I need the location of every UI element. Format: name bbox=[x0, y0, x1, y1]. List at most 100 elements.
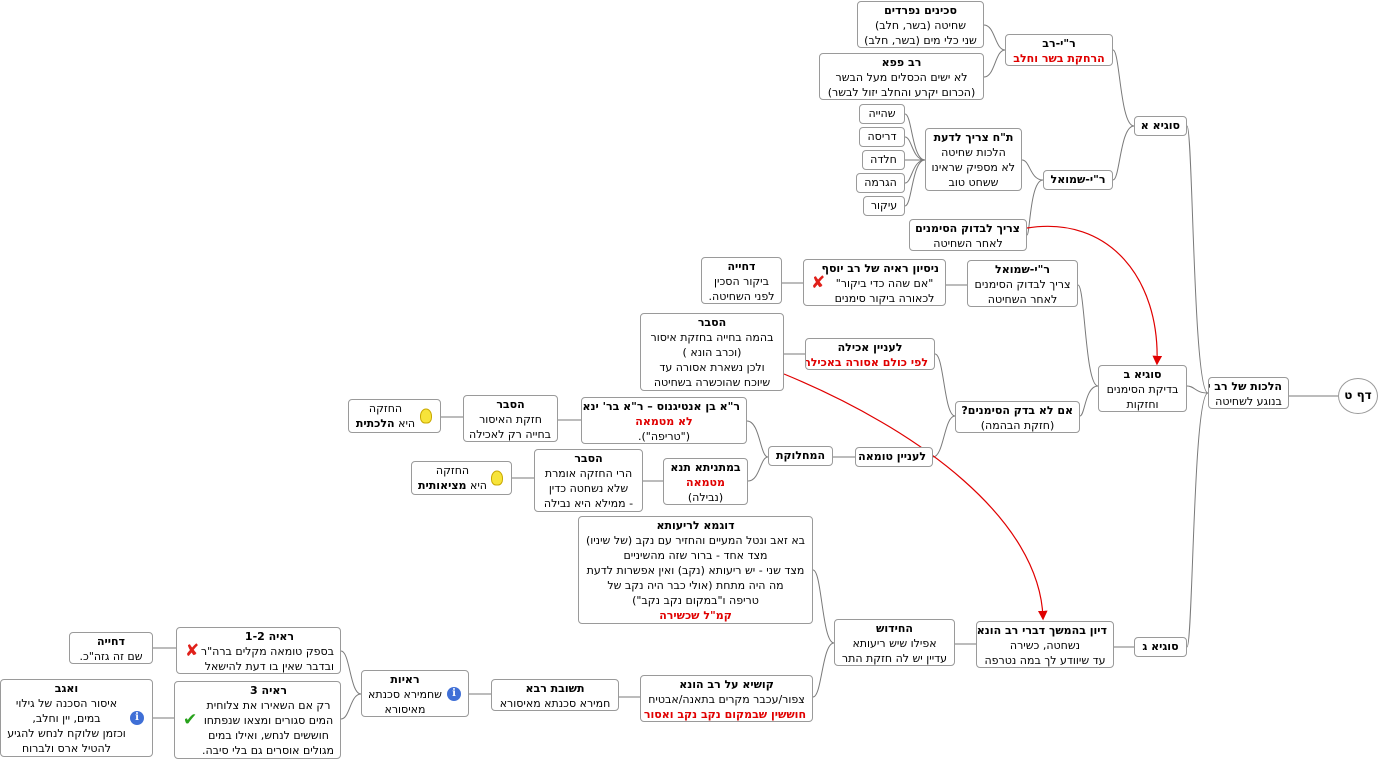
tzarich-node[interactable]: צריך לבדוק הסימנים לאחר השחיטה bbox=[909, 219, 1027, 251]
chazaka1-line2b: הלכתית bbox=[355, 417, 395, 430]
ry-rav-node[interactable]: ר"י-רב הרחקת בשר וחלב bbox=[1005, 34, 1113, 66]
teshuva-node[interactable]: תשובת רבא חמירא סכנתא מאיסורא bbox=[491, 679, 619, 711]
matnita-node[interactable]: במתניתא תנא מטמאה (נבילה) bbox=[663, 458, 748, 505]
dchiya2-node[interactable]: דחייה שם זה גזה"כ. bbox=[69, 632, 153, 664]
sugya-b-line1: בדיקת הסימנים bbox=[1106, 383, 1179, 396]
item-drisa-label: דריסה bbox=[867, 130, 897, 143]
nisayon-node[interactable]: ✘ ניסיון ראיה של רב יוסף "אם שהה כדי ביק… bbox=[803, 259, 946, 306]
hesber3-line1: הרי החזקה אומרת bbox=[544, 467, 633, 480]
item-hagrama-label: הגרמה bbox=[864, 176, 897, 189]
sugya-b[interactable]: סוגיא ב בדיקת הסימנים וחזקות bbox=[1098, 365, 1187, 412]
item-shehiya-label: שהייה bbox=[868, 107, 896, 120]
sakinim-title: סכינים נפרדים bbox=[884, 4, 957, 17]
info-icon: i bbox=[130, 711, 144, 725]
chazaka1-node[interactable]: החזקה היא הלכתית bbox=[348, 399, 441, 433]
machloket-label: המחלוקת bbox=[775, 449, 826, 462]
hesber2-node[interactable]: הסבר חזקת האיסור בחייה רק לאכילה bbox=[463, 395, 558, 442]
ra-ruling: לא מטמאה bbox=[635, 415, 693, 428]
info-icon: i bbox=[447, 686, 461, 701]
chidush-title: החידוש bbox=[876, 622, 913, 635]
chazaka2-node[interactable]: החזקה היא מציאותית bbox=[411, 461, 512, 495]
root-node[interactable]: דף ט bbox=[1338, 378, 1378, 414]
sugya-a[interactable]: סוגיא א bbox=[1134, 116, 1187, 136]
item-drisa[interactable]: דריסה bbox=[859, 127, 905, 147]
main-sub: בנוגע לשחיטה bbox=[1215, 395, 1282, 408]
achila-node[interactable]: לעניין אכילה לפי כולם אסורה באכילה bbox=[805, 338, 935, 370]
matnita-line1: (נבילה) bbox=[687, 491, 724, 504]
raya3-line3: חוששים לנחש, ואילו במים bbox=[208, 729, 329, 742]
rayot-title: ראיות bbox=[390, 673, 420, 686]
lo-badak-title: אם לא בדק הסימנים? bbox=[961, 404, 1073, 417]
kushya-ruling: חוששין שבמקום נקב נקב ואסור bbox=[643, 708, 806, 721]
talmid-node[interactable]: ת"ח צריך לדעת הלכות שחיטה לא מספיק שראינ… bbox=[925, 128, 1022, 191]
kushya-line1: צפור/עכבר מקרים בתאנה/אבטיח bbox=[648, 693, 805, 706]
hesber1-line3: ולכן נשארת אסורה עד bbox=[659, 361, 765, 374]
sugya-b-line2: וחזקות bbox=[1126, 398, 1159, 411]
ravpapa-line2: (הכרום יקרע והחלב יזול לבשר) bbox=[827, 86, 976, 99]
sugya-a-label: סוגיא א bbox=[1140, 119, 1180, 132]
diyun-line1: נשחטה, כשירה bbox=[1009, 639, 1081, 652]
kushya-node[interactable]: קושיא על רב הונא צפור/עכבר מקרים בתאנה/א… bbox=[640, 675, 813, 722]
chazaka2-line2a: היא bbox=[466, 479, 487, 492]
ry-shmuel-b-node[interactable]: ר"י-שמואל צריך לבדוק הסימנים לאחר השחיטה bbox=[967, 260, 1078, 307]
raya3-line2: המים סגורים ומצאו שנפתחו bbox=[203, 714, 334, 727]
hesber1-line4: שיוכח שהוכשרה בשחיטה bbox=[653, 376, 771, 389]
hesber3-node[interactable]: הסבר הרי החזקה אומרת שלא נשחטה כדין - ממ… bbox=[534, 449, 643, 512]
dugma-line1: בא זאב ונטל המעיים והחזיר עם נקב (של שינ… bbox=[585, 534, 806, 547]
veagav-line4: להטיל ארס ולברוח bbox=[22, 742, 111, 755]
main-title: הלכות של רב יהודה bbox=[1209, 380, 1282, 393]
sakinim-node[interactable]: סכינים נפרדים שחיטה (בשר, חלב) שני כלי מ… bbox=[857, 1, 984, 48]
checkmark-icon: ✔ bbox=[183, 710, 198, 730]
dchiya2-title: דחייה bbox=[96, 635, 126, 648]
diyun-node[interactable]: דיון בהמשך דברי רב הונא נשחטה, כשירה עד … bbox=[976, 621, 1114, 668]
hesber2-title: הסבר bbox=[496, 398, 525, 411]
ry-shmuel-b-line1: צריך לבדוק הסימנים bbox=[974, 278, 1071, 291]
chidush-line1: אפילו שיש ריעותא bbox=[852, 637, 937, 650]
nisayon-line1: "אם שהה כדי ביקור" bbox=[835, 277, 934, 290]
tumah-node[interactable]: לעניין טומאה bbox=[855, 447, 933, 467]
lo-badak-line1: (חזקת הבהמה) bbox=[980, 419, 1055, 432]
machloket-node[interactable]: המחלוקת bbox=[768, 446, 833, 466]
chazaka1-line1: החזקה bbox=[368, 402, 403, 415]
dugma-ruling: קמ"ל שכשירה bbox=[659, 609, 732, 622]
hesber3-line3: - ממילא היא נבילה bbox=[543, 497, 634, 510]
ravpapa-node[interactable]: רב פפא לא ישים הכסלים מעל הבשר (הכרום יק… bbox=[819, 53, 984, 100]
sugya-c[interactable]: סוגיא ג bbox=[1134, 637, 1187, 657]
sakinim-line2: שני כלי מים (בשר, חלב) bbox=[864, 34, 977, 47]
ra-node[interactable]: ר"א בן אנטיגנוס – ר"א בר' ינאי לא מטמאה … bbox=[581, 397, 747, 444]
rayot-line2: מאיסורא bbox=[384, 703, 426, 716]
rayot-line1: שחמירא סכנתא bbox=[368, 688, 442, 701]
raya12-line1: בספק טומאה מקלים ברה"ר bbox=[200, 645, 334, 658]
item-hagrama[interactable]: הגרמה bbox=[856, 173, 905, 193]
ry-shmuel-b-title: ר"י-שמואל bbox=[995, 263, 1050, 276]
raya12-node[interactable]: ✘ ראיה 1-2 בספק טומאה מקלים ברה"ר ובדבר … bbox=[176, 627, 341, 674]
tzarich-line1: לאחר השחיטה bbox=[933, 237, 1003, 250]
chidush-node[interactable]: החידוש אפילו שיש ריעותא עדיין יש לה חזקת… bbox=[834, 619, 955, 666]
raya3-node[interactable]: ✔ ראיה 3 רק אם השאירו את צלוחית המים סגו… bbox=[174, 681, 341, 759]
chazaka2-line1: החזקה bbox=[435, 464, 470, 477]
dugma-line4: מה היה מתחת (אולי כבר היה נקב של bbox=[607, 579, 784, 592]
ry-rav-title: ר"י-רב bbox=[1042, 37, 1076, 50]
veagav-node[interactable]: i ואגב איסור הסכנה של גילוי במים, יין וח… bbox=[0, 679, 153, 757]
lo-badak-node[interactable]: אם לא בדק הסימנים? (חזקת הבהמה) bbox=[955, 401, 1080, 433]
veagav-title: ואגב bbox=[54, 682, 79, 695]
item-shehiya[interactable]: שהייה bbox=[859, 104, 905, 124]
ry-shmuel-a-node[interactable]: ר"י-שמואל bbox=[1043, 170, 1113, 190]
main-topic[interactable]: הלכות של רב יהודה בנוגע לשחיטה bbox=[1208, 377, 1289, 409]
ry-shmuel-a-label: ר"י-שמואל bbox=[1050, 173, 1106, 186]
diyun-title: דיון בהמשך דברי רב הונא bbox=[976, 624, 1107, 637]
dugma-line2: מצד אחד - ברור שזה מהשיניים bbox=[623, 549, 768, 562]
hesber3-line2: שלא נשחטה כדין bbox=[548, 482, 629, 495]
hesber1-node[interactable]: הסבר בהמה בחייה בחזקת איסור (וכרב הונא )… bbox=[640, 313, 784, 391]
dchiya-node[interactable]: דחייה ביקור הסכין לפני השחיטה. bbox=[701, 257, 782, 304]
nisayon-line2: לכאורה ביקור סימנים bbox=[834, 292, 935, 305]
ry-shmuel-b-line2: לאחר השחיטה bbox=[987, 293, 1058, 306]
item-chalada[interactable]: חלדה bbox=[862, 150, 905, 170]
item-ikur[interactable]: עיקור bbox=[863, 196, 905, 216]
matnita-ruling: מטמאה bbox=[686, 476, 725, 489]
dugma-node[interactable]: דוגמא לריעותא בא זאב ונטל המעיים והחזיר … bbox=[578, 516, 813, 624]
rayot-node[interactable]: i ראיות שחמירא סכנתא מאיסורא bbox=[361, 670, 469, 717]
raya12-title: ראיה 1-2 bbox=[244, 630, 295, 643]
diyun-line2: עד שיוודע לך במה נטרפה bbox=[984, 654, 1106, 667]
